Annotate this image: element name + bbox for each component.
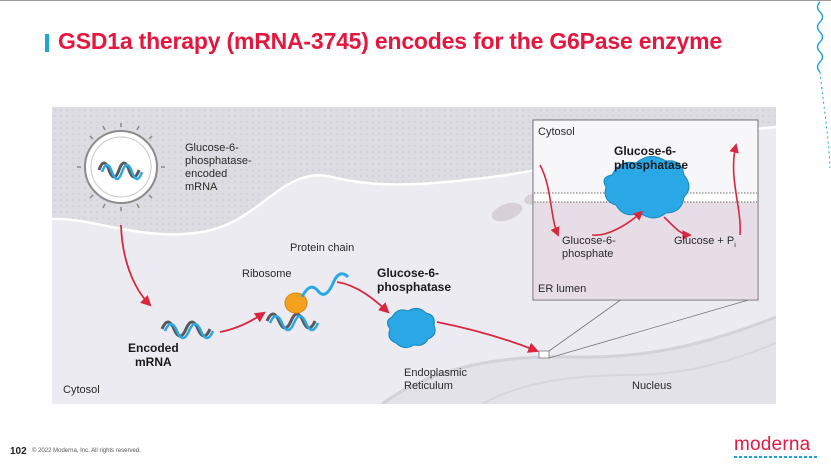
- nucleus-region: [382, 317, 776, 404]
- zoom-connector: [548, 298, 753, 359]
- zoom-connector: [548, 298, 623, 352]
- label-protein-chain: Protein chain: [290, 242, 355, 254]
- inset-label-substrate: Glucose-6- phosphate: [562, 235, 616, 260]
- inset-label-product: Glucose + Pi: [674, 235, 736, 250]
- mrna-mechanism-diagram: Glucose-6- phosphatase- encoded mRNA Pro…: [52, 107, 776, 404]
- label-er: Endoplasmic Reticulum: [404, 367, 467, 392]
- title-accent-bar: [45, 34, 49, 52]
- label-cytosol: Cytosol: [63, 384, 100, 396]
- logo-underline-decoration: [734, 456, 818, 458]
- ribosome-complex: [265, 272, 350, 332]
- vesicle: [491, 202, 523, 222]
- g6pase-enzyme-small: [386, 307, 436, 349]
- wavy-line-decoration: [816, 1, 831, 169]
- top-rule: [0, 0, 831, 1]
- g6pase-enzyme-large: [603, 156, 690, 219]
- flow-arrows: [120, 224, 540, 353]
- inset-panel: [532, 119, 759, 301]
- label-encoded-mrna: Encoded mRNA: [128, 341, 179, 369]
- inset-label-er-lumen: ER lumen: [538, 283, 587, 295]
- label-nucleus: Nucleus: [632, 380, 672, 392]
- label-ribosome: Ribosome: [242, 268, 292, 280]
- label-lnp-mrna: Glucose-6- phosphatase- encoded mRNA: [185, 142, 252, 193]
- diagram-artwork: [52, 107, 776, 404]
- page-number: 102: [10, 446, 27, 457]
- slide-title: GSD1a therapy (mRNA-3745) encodes for th…: [58, 28, 722, 54]
- copyright-notice: © 2022 Moderna, Inc. All rights reserved…: [32, 448, 141, 454]
- moderna-logo: moderna: [734, 434, 811, 455]
- label-enzyme: Glucose-6- phosphatase: [377, 266, 452, 294]
- lipid-nanoparticle: [77, 123, 165, 211]
- zoom-target-box: [538, 350, 550, 359]
- inset-label-enzyme: Glucose-6- phosphatase: [614, 144, 689, 172]
- encoded-mrna-strand: [160, 320, 215, 340]
- inset-label-cytosol: Cytosol: [538, 126, 575, 138]
